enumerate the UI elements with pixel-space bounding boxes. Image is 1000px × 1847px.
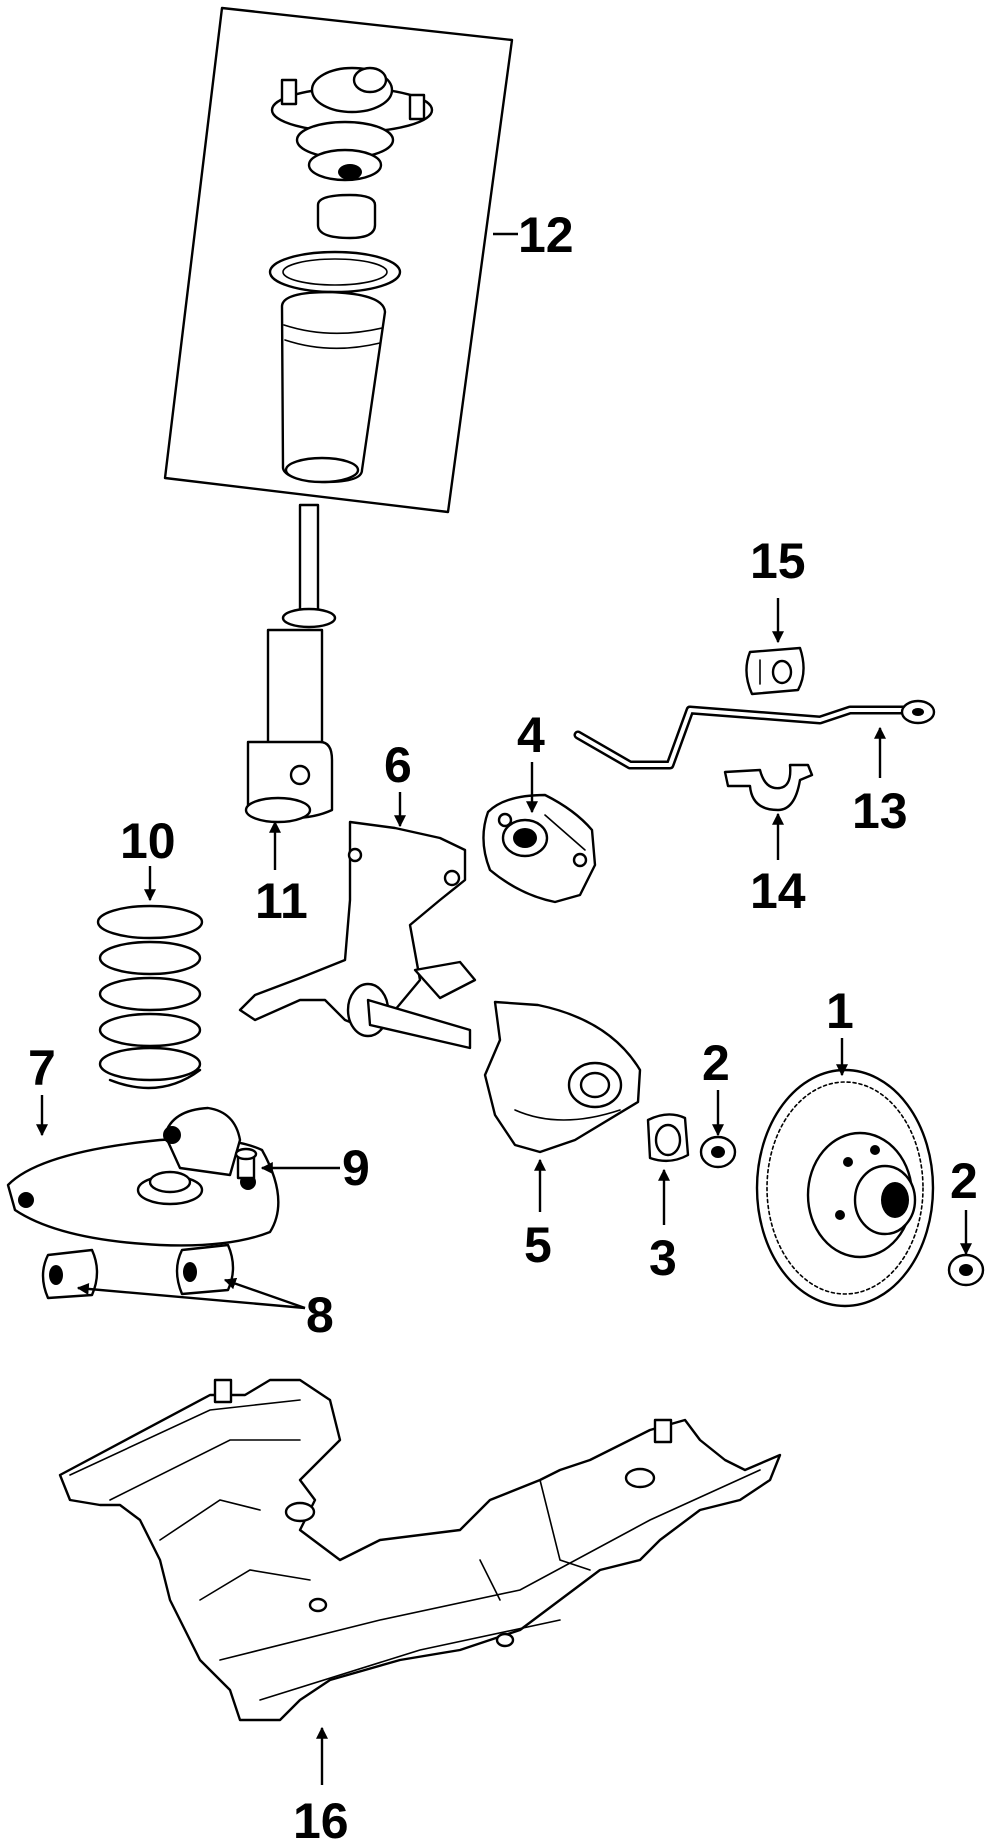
brake-rotor: [755, 1068, 935, 1308]
callout-1: 1: [826, 983, 854, 1039]
brake-splash-shield: [483, 1000, 642, 1154]
strut-mount-kit: [163, 6, 514, 514]
callout-16: 16: [293, 1793, 349, 1847]
upper-control-arm: [6, 1106, 280, 1247]
callout-3: 3: [649, 1230, 677, 1286]
brake-caliper: [482, 793, 597, 904]
stabilizer-bar: [573, 699, 936, 770]
callout-7: 7: [28, 1040, 56, 1096]
ball-joint: [234, 1147, 258, 1180]
shock-absorber: [244, 503, 337, 824]
coil-spring: [96, 904, 204, 1090]
callout-9: 9: [342, 1140, 370, 1196]
callout-4: 4: [517, 707, 545, 763]
callout-8: 8: [306, 1287, 334, 1343]
wheel-bearing: [646, 1113, 690, 1163]
bearing-nut-inner: [699, 1135, 737, 1169]
bearing-nut-outer: [947, 1253, 985, 1287]
callout-2a: 2: [702, 1035, 730, 1091]
callout-2b: 2: [950, 1153, 978, 1209]
callout-5: 5: [524, 1217, 552, 1273]
callout-13: 13: [852, 783, 908, 839]
stabilizer-bar-bushing: [745, 646, 805, 696]
callout-14: 14: [750, 863, 806, 919]
front-crossmember: [58, 1378, 782, 1722]
stabilizer-bar-bracket: [723, 763, 814, 812]
steering-knuckle: [238, 820, 477, 1050]
leader-8b: [223, 1277, 306, 1310]
callout-6: 6: [384, 737, 412, 793]
leader-8a: [76, 1282, 306, 1310]
callout-15: 15: [750, 533, 806, 589]
callout-11: 11: [255, 873, 308, 929]
callout-12: 12: [518, 207, 574, 263]
control-arm-bushings: [41, 1243, 235, 1300]
callout-10: 10: [120, 813, 176, 869]
